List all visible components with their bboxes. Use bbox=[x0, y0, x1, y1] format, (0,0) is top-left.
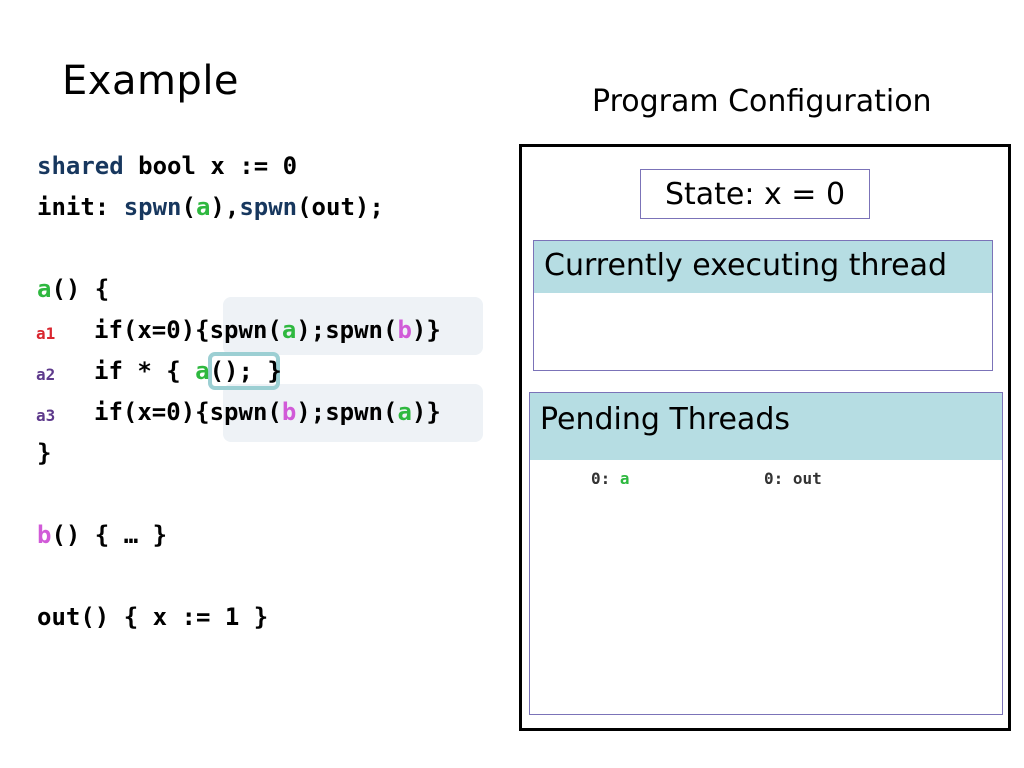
code-text: spwn( bbox=[209, 398, 282, 426]
code-text: ), bbox=[210, 193, 240, 221]
code-text: if(x=0){ bbox=[94, 398, 210, 426]
thread-name-a: a bbox=[397, 398, 412, 426]
code-line-a2: if * { a(); } bbox=[94, 357, 282, 385]
thread-name-a: a bbox=[619, 469, 630, 488]
thread-name-b: b bbox=[281, 398, 297, 426]
keyword-spwn: spwn bbox=[123, 193, 182, 221]
line-label-a2: a2 bbox=[36, 365, 56, 384]
code-text: init: bbox=[37, 193, 124, 221]
code-text: bool x := 0 bbox=[123, 152, 298, 180]
keyword-spwn: spwn bbox=[239, 193, 298, 221]
thread-name-a: a bbox=[281, 316, 297, 344]
code-line-init: init: spwn(a),spwn(out); bbox=[37, 193, 384, 221]
code-text: spwn( bbox=[209, 316, 282, 344]
pending-threads-header: Pending Threads bbox=[530, 393, 1002, 460]
code-line-a3: if(x=0){spwn(b);spwn(a)} bbox=[94, 398, 441, 426]
highlight-a1 bbox=[223, 297, 483, 355]
slide-title: Example bbox=[62, 58, 240, 104]
highlight-a3 bbox=[223, 384, 483, 442]
code-line-close: } bbox=[37, 439, 52, 467]
thread-name-a: a bbox=[195, 193, 211, 221]
config-title: Program Configuration bbox=[592, 84, 932, 119]
code-line-shared: shared bool x := 0 bbox=[37, 152, 297, 180]
code-text: () { … } bbox=[51, 521, 168, 549]
thread-name-out: out bbox=[792, 469, 822, 488]
pending-thread-item: 0: out bbox=[764, 469, 822, 488]
thread-count: 0: bbox=[764, 469, 793, 488]
current-call-box bbox=[208, 352, 280, 390]
code-text: ( bbox=[181, 193, 196, 221]
code-text: )} bbox=[411, 398, 441, 426]
code-text: );spwn( bbox=[296, 316, 398, 344]
code-line-a1: if(x=0){spwn(a);spwn(b)} bbox=[94, 316, 441, 344]
function-name-a: a bbox=[37, 275, 52, 303]
code-text: if * { bbox=[94, 357, 196, 385]
configuration-panel bbox=[519, 144, 1011, 731]
code-text: );spwn( bbox=[296, 398, 398, 426]
keyword-shared: shared bbox=[37, 152, 124, 180]
code-text: } bbox=[252, 357, 282, 385]
code-text: (); bbox=[209, 357, 253, 385]
pending-threads-box: Pending Threads 0: a 0: out bbox=[529, 392, 1003, 715]
code-text: (out); bbox=[297, 193, 384, 221]
code-line-b-def: b() { … } bbox=[37, 521, 167, 549]
line-label-a3: a3 bbox=[36, 406, 56, 425]
pending-thread-item: 0: a bbox=[591, 469, 630, 488]
code-line-a-def: a() { bbox=[37, 275, 109, 303]
executing-thread-header: Currently executing thread bbox=[534, 241, 992, 293]
code-line-out: out() { x := 1 } bbox=[37, 603, 269, 631]
code-text: () { bbox=[51, 275, 110, 303]
thread-count: 0: bbox=[591, 469, 620, 488]
function-name-b: b bbox=[37, 521, 52, 549]
line-label-a1: a1 bbox=[36, 324, 56, 343]
call-a: a bbox=[195, 357, 210, 385]
code-text: )} bbox=[411, 316, 441, 344]
executing-thread-box: Currently executing thread bbox=[533, 240, 993, 371]
code-text: if(x=0){ bbox=[94, 316, 210, 344]
state-box: State: x = 0 bbox=[640, 169, 870, 219]
thread-name-b: b bbox=[397, 316, 412, 344]
